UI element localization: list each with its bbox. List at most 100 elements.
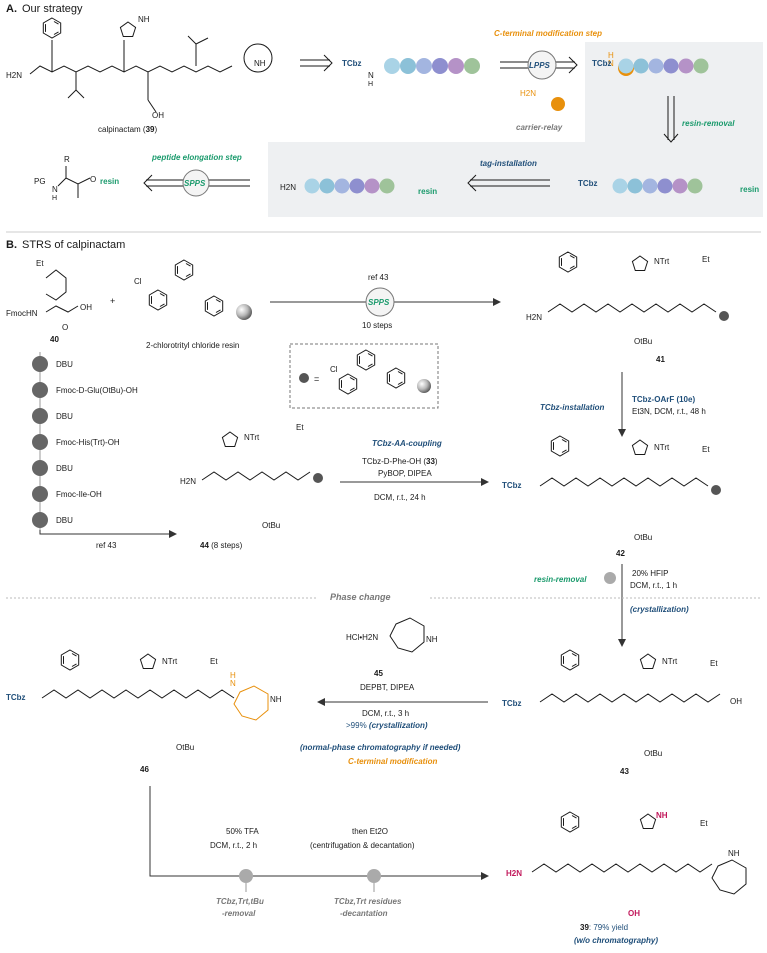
svg-text:resin: resin: [418, 187, 437, 196]
svg-text:DCM, r.t., 24 h: DCM, r.t., 24 h: [374, 493, 426, 502]
svg-text:H: H: [230, 671, 236, 680]
svg-text:10 steps: 10 steps: [362, 321, 392, 330]
lpps-arrow: LPPS H2N: [500, 50, 578, 111]
svg-text:OtBu: OtBu: [634, 337, 652, 346]
svg-text:Et: Et: [36, 259, 44, 268]
svg-text:NTrt: NTrt: [662, 657, 678, 666]
svg-text:40: 40: [50, 335, 59, 344]
peptide-bead: [672, 178, 688, 194]
step-label: Fmoc-His(Trt)-OH: [56, 438, 120, 447]
peptide-bead: [627, 178, 643, 194]
svg-text:=: =: [314, 374, 319, 384]
peptide-bead: [319, 178, 335, 194]
svg-text:ref 43: ref 43: [368, 273, 389, 282]
resin-legend: = Cl: [299, 349, 431, 395]
peptide-bead: [416, 58, 432, 74]
svg-text:NH: NH: [254, 59, 266, 68]
peptide-bead: [364, 178, 380, 194]
svg-text:Et: Et: [702, 445, 710, 454]
svg-text:DEPBT, DIPEA: DEPBT, DIPEA: [360, 683, 415, 692]
svg-text:TCbz: TCbz: [6, 693, 26, 702]
peptide-bead: [379, 178, 395, 194]
svg-text:N: N: [608, 59, 614, 68]
svg-text:Et: Et: [700, 819, 708, 828]
peptide-bead: [349, 178, 365, 194]
svg-text:R: R: [64, 155, 70, 164]
beads-chain-4: [304, 178, 395, 194]
svg-text:NH: NH: [656, 811, 668, 820]
svg-text:OH: OH: [80, 303, 92, 312]
peptide-bead: [432, 58, 448, 74]
svg-text:H2N: H2N: [6, 71, 22, 80]
step-node: [32, 434, 48, 450]
svg-text:TCbz: TCbz: [502, 699, 522, 708]
svg-text:H2N: H2N: [506, 869, 522, 878]
svg-text:H: H: [608, 51, 614, 60]
peptide-elongation-label: peptide elongation step: [151, 153, 242, 162]
peptide-bead: [400, 58, 416, 74]
svg-text:41: 41: [656, 355, 665, 364]
svg-text:DCM, r.t., 3 h: DCM, r.t., 3 h: [362, 709, 409, 718]
svg-text:resin-removal: resin-removal: [534, 575, 587, 584]
compound-45: HCl•H2N NH 45: [346, 617, 438, 678]
svg-text:NTrt: NTrt: [162, 657, 178, 666]
step-label: DBU: [56, 516, 73, 525]
svg-text:H2N: H2N: [520, 89, 536, 98]
svg-text:45: 45: [374, 669, 383, 678]
svg-text:OH: OH: [730, 697, 742, 706]
svg-text:TCbz: TCbz: [578, 179, 598, 188]
svg-text:PyBOP, DIPEA: PyBOP, DIPEA: [378, 469, 432, 478]
svg-text:FmocHN: FmocHN: [6, 309, 38, 318]
svg-text:NH: NH: [270, 695, 282, 704]
svg-text:TCbz: TCbz: [592, 59, 612, 68]
peptide-bead: [334, 178, 350, 194]
section-b-label: B.: [6, 239, 17, 251]
svg-text:(crystallization): (crystallization): [630, 605, 689, 614]
section-a-title: Our strategy: [22, 3, 83, 15]
svg-text:O: O: [90, 175, 96, 184]
resin-removal-arrow: resin-removal 20% HFIP DCM, r.t., 1 h (c…: [534, 564, 689, 647]
compound-46: NTrt Et TCbz H N NH OtBu 46: [6, 649, 282, 774]
svg-text:HCl•H2N: HCl•H2N: [346, 633, 378, 642]
resin-name: 2-chlorotrityl chloride resin: [146, 341, 239, 350]
svg-text:Cl: Cl: [330, 365, 338, 374]
svg-text:(centrifugation & decantation): (centrifugation & decantation): [310, 841, 415, 850]
tag-installation-label: tag-installation: [480, 159, 537, 168]
peptide-bead: [612, 178, 628, 194]
svg-text:NH: NH: [728, 849, 740, 858]
svg-text:NTrt: NTrt: [654, 443, 670, 452]
compound-42: NTrt Et TCbz OtBu 42: [502, 435, 721, 558]
chlorotrityl-resin: Cl: [134, 259, 252, 320]
resin-legend-box: [289, 343, 439, 409]
compound-40: Et FmocHN OH O 40: [6, 259, 92, 344]
step-label: DBU: [56, 360, 73, 369]
peptide-bead: [687, 178, 703, 194]
svg-text:TCbz: TCbz: [342, 59, 362, 68]
peptide-bead: [678, 58, 694, 74]
retro-arrow-tag: [467, 174, 550, 192]
bead-chain-acid: TCbz: [592, 59, 612, 68]
peptide-bead: [657, 178, 673, 194]
svg-text:then Et2O: then Et2O: [352, 827, 388, 836]
spps-arrow-a: SPPS: [143, 169, 250, 197]
svg-text:resin: resin: [740, 185, 759, 194]
svg-text:NTrt: NTrt: [654, 257, 670, 266]
step-node: [32, 486, 48, 502]
installation-arrow: TCbz-installation TCbz-OArF (10e) Et3N, …: [540, 372, 706, 437]
c-terminal-arrow: DEPBT, DIPEA DCM, r.t., 3 h >99% (crysta…: [300, 683, 488, 766]
peptide-bead: [648, 58, 664, 74]
step-node: [32, 382, 48, 398]
svg-text:SPPS: SPPS: [184, 179, 206, 188]
beads-chain-3: [612, 178, 703, 194]
step-label: Fmoc-D-Glu(OtBu)-OH: [56, 386, 138, 395]
plus-sign: +: [110, 296, 115, 306]
svg-text:20% HFIP: 20% HFIP: [632, 569, 668, 578]
svg-text:>99% (crystallization): >99% (crystallization): [346, 721, 428, 730]
carrier-relay-label: carrier-relay: [516, 123, 563, 132]
svg-text:42: 42: [616, 549, 625, 558]
step-label: Fmoc-Ile-OH: [56, 490, 102, 499]
svg-text:Cl: Cl: [134, 277, 142, 286]
svg-text:H2N: H2N: [280, 183, 296, 192]
svg-text:TCbz-installation: TCbz-installation: [540, 403, 605, 412]
compound-41: NTrt Et H2N OtBu 41: [526, 251, 729, 364]
